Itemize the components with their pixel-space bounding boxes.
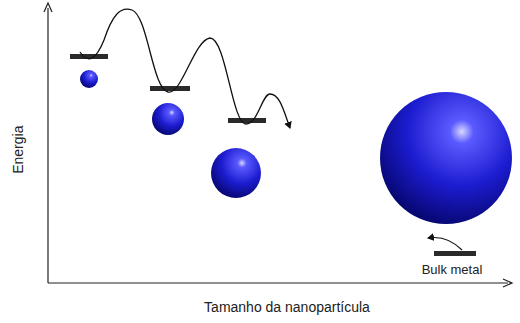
y-axis <box>47 8 48 283</box>
bulk-label: Bulk metal <box>422 263 483 277</box>
nanoparticle <box>211 148 261 198</box>
energy-curve <box>80 9 290 128</box>
bulk-sphere <box>380 92 512 224</box>
axis-title: Energia <box>11 126 26 174</box>
nanoparticle <box>80 70 98 88</box>
bulk-arrow <box>428 238 462 251</box>
energy-level <box>434 251 476 256</box>
x-axis <box>48 282 508 283</box>
energy-level <box>228 118 266 123</box>
nanoparticle <box>152 103 184 135</box>
axis-title: Tamanho da nanopartícula <box>204 300 370 315</box>
energy-level <box>150 86 190 91</box>
